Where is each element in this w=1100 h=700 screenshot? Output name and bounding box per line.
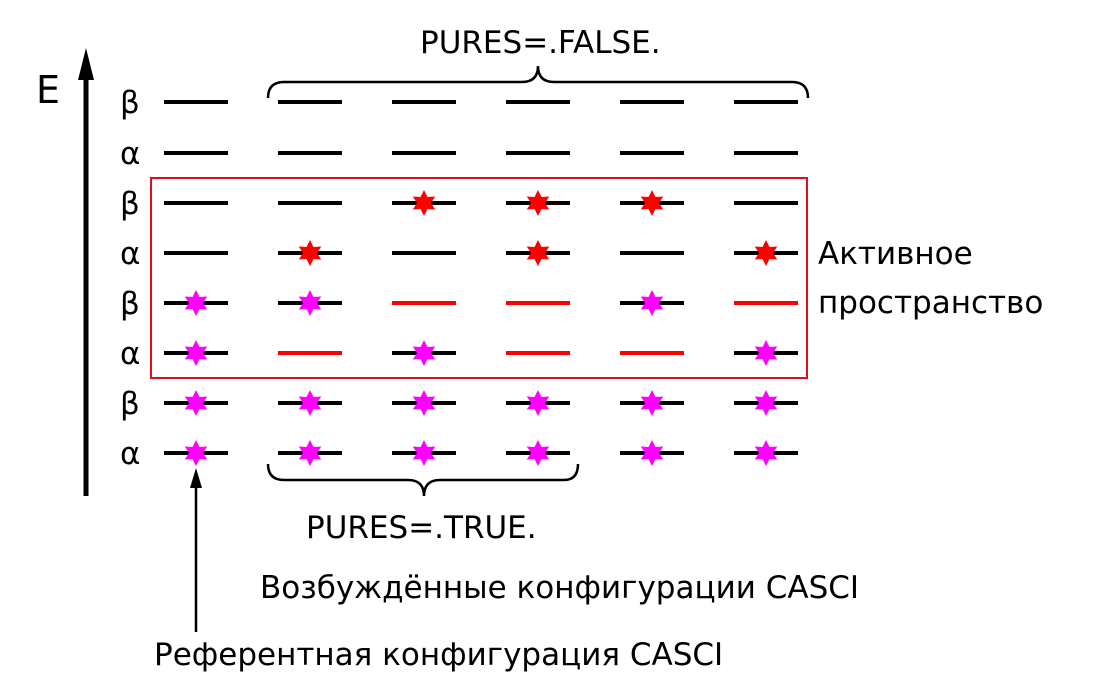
electron-star bbox=[298, 440, 322, 466]
electron-star bbox=[184, 440, 208, 466]
energy-axis: E bbox=[36, 48, 94, 496]
electron-star bbox=[640, 290, 664, 316]
spin-label: β bbox=[120, 386, 140, 422]
electron-star bbox=[754, 340, 778, 366]
spin-label: α bbox=[120, 436, 140, 472]
spin-label: β bbox=[120, 186, 140, 222]
spin-label: α bbox=[120, 136, 140, 172]
electron-star bbox=[754, 390, 778, 416]
pures-false-label: PURES=.FALSE. bbox=[420, 25, 661, 61]
electron-star bbox=[412, 340, 436, 366]
active-electron-star bbox=[754, 240, 778, 266]
electron-star bbox=[184, 290, 208, 316]
pures-true-brace bbox=[266, 463, 580, 497]
energy-axis-label: E bbox=[36, 68, 60, 112]
electron-star bbox=[640, 390, 664, 416]
electron-star bbox=[184, 340, 208, 366]
electron-star bbox=[184, 390, 208, 416]
reference-configuration-caption: Референтная конфигурация CASCI bbox=[154, 637, 723, 673]
active-electron-star bbox=[298, 240, 322, 266]
pures-false-brace bbox=[266, 65, 810, 99]
active-space-label-line1: Активное bbox=[818, 236, 973, 272]
electron-star bbox=[298, 390, 322, 416]
spin-label: α bbox=[120, 336, 140, 372]
energy-axis-arrowhead bbox=[78, 48, 94, 80]
electron-star bbox=[412, 390, 436, 416]
spin-label: β bbox=[120, 286, 140, 322]
active-electron-star bbox=[640, 190, 664, 216]
reference-arrow-head bbox=[190, 468, 202, 488]
electron-star bbox=[412, 440, 436, 466]
electron-star bbox=[640, 440, 664, 466]
active-space-label-line2: пространство bbox=[818, 285, 1043, 321]
spin-label: β bbox=[120, 85, 140, 121]
electron-star bbox=[526, 440, 550, 466]
pures-true-label: PURES=.TRUE. bbox=[306, 510, 537, 546]
excited-configurations-caption: Возбуждённые конфигурации CASCI bbox=[260, 570, 859, 606]
spin-label: α bbox=[120, 236, 140, 272]
active-electron-star bbox=[526, 240, 550, 266]
active-electron-star bbox=[412, 190, 436, 216]
active-electron-star bbox=[526, 190, 550, 216]
active-space-box bbox=[150, 177, 808, 379]
electron-star bbox=[526, 390, 550, 416]
electron-star bbox=[754, 440, 778, 466]
electron-star bbox=[298, 290, 322, 316]
orbital-grid bbox=[164, 100, 798, 466]
